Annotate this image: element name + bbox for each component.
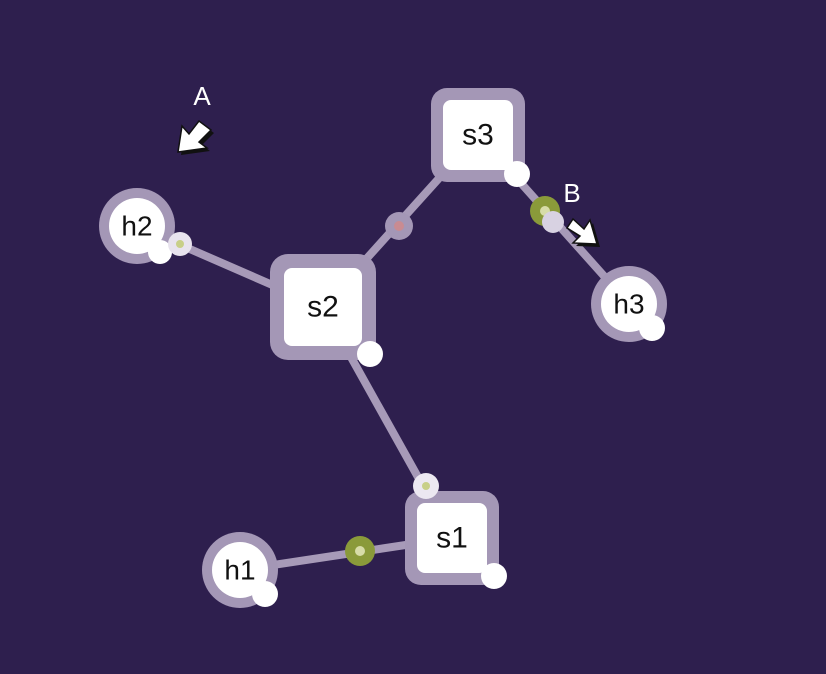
switch-node-s2[interactable]: s2 (270, 254, 376, 360)
port-h2[interactable] (148, 240, 172, 264)
port-h2-packet[interactable] (168, 232, 192, 256)
packet-h1-s1[interactable] (345, 536, 375, 566)
port-s3[interactable] (504, 161, 530, 187)
pointer-B: B (563, 178, 600, 247)
arrow-cursor-icon (565, 217, 600, 247)
port-h3[interactable] (639, 315, 665, 341)
pointer-label-A: A (193, 81, 211, 111)
port-s2[interactable] (357, 341, 383, 367)
pointer-label-B: B (563, 178, 580, 208)
host-label-h1: h1 (224, 555, 255, 586)
pointer-A: A (177, 81, 214, 155)
switch-node-s3[interactable]: s3 (431, 88, 525, 182)
switch-label-s3: s3 (462, 119, 494, 152)
switch-label-s1: s1 (436, 522, 468, 555)
arrow-cursor-icon (177, 119, 214, 155)
packet-s2-s3[interactable] (385, 212, 413, 240)
port-s3-h3-near[interactable] (542, 211, 564, 233)
port-s1-top[interactable] (413, 473, 439, 499)
switch-node-s1[interactable]: s1 (405, 491, 499, 585)
ports (148, 161, 665, 607)
port-h1[interactable] (252, 581, 278, 607)
host-label-h2: h2 (121, 211, 152, 242)
host-label-h3: h3 (613, 289, 644, 320)
switch-label-s2: s2 (307, 291, 339, 324)
port-s1[interactable] (481, 563, 507, 589)
